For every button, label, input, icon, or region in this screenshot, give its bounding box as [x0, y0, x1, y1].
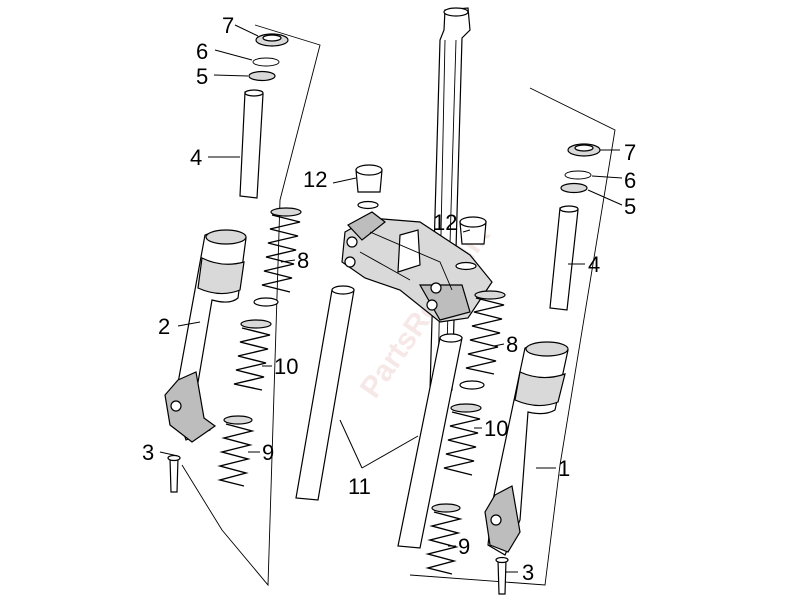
- steering-stem: [429, 7, 471, 391]
- right-spring-8: [459, 290, 506, 390]
- callout-2: 2: [158, 314, 170, 339]
- callout-12-right: 12: [433, 210, 457, 235]
- callout-11: 11: [348, 474, 371, 499]
- callout-5-left: 5: [196, 64, 208, 89]
- callout-6-left: 6: [196, 39, 208, 64]
- callout-5-right: 5: [624, 194, 636, 219]
- callout-9-left: 9: [262, 440, 274, 465]
- callout-10-right: 10: [484, 416, 508, 441]
- callout-6-right: 6: [624, 168, 636, 193]
- leader-lines: [159, 24, 623, 573]
- left-fork-leg: [164, 33, 289, 493]
- right-spring-10: [443, 403, 482, 476]
- right-fork-leg: [484, 143, 601, 595]
- callout-4-left: 4: [190, 145, 202, 170]
- callout-9-right: 9: [458, 534, 470, 559]
- callout-8-left: 8: [297, 248, 309, 273]
- callout-8-right: 8: [506, 332, 518, 357]
- callout-7-right: 7: [624, 140, 636, 165]
- callout-4-right: 4: [588, 252, 600, 277]
- inner-tube-right: [397, 333, 463, 549]
- inner-tube-left: [295, 285, 355, 501]
- callout-7-left: 7: [222, 13, 234, 38]
- callout-3-right: 3: [522, 560, 534, 585]
- bushing-right: [455, 216, 487, 271]
- callout-12-left: 12: [303, 167, 327, 192]
- right-spring-9: [425, 503, 463, 575]
- bushing-left: [355, 164, 383, 210]
- left-spring-9: [217, 415, 255, 487]
- fork-crown: [341, 211, 493, 323]
- left-spring-10: [233, 319, 272, 391]
- callout-10-left: 10: [274, 354, 298, 379]
- left-spring-8: [253, 207, 302, 307]
- callout-3-left: 3: [142, 440, 154, 465]
- callouts: 7 6 5 4 2 3 8 10 9 11 12 12 7 6 5 4 8 10…: [142, 13, 636, 585]
- callout-1: 1: [558, 456, 570, 481]
